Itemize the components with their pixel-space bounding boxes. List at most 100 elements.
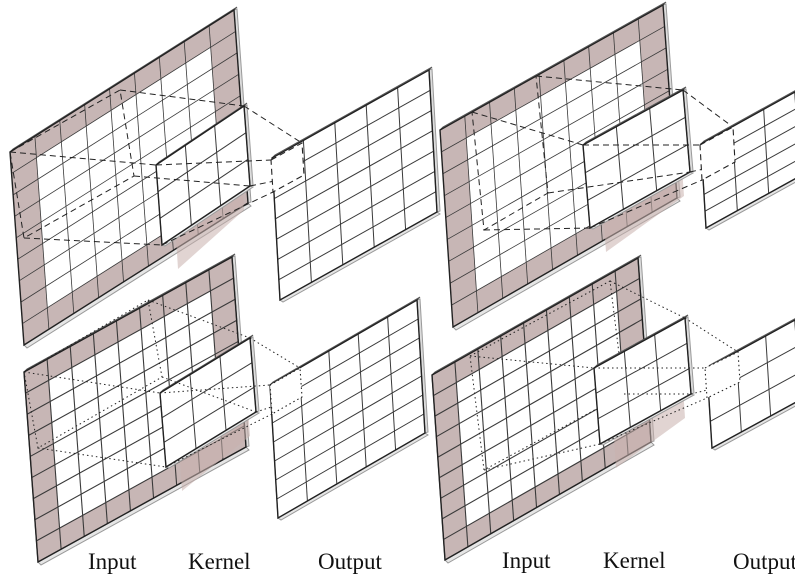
input-grid-bottom-right-padding-cell [569, 284, 594, 318]
input-grid-top-left-padding-cell [109, 73, 136, 111]
input-grid-bottom-right-padding-cell [618, 298, 643, 333]
output-grid-bottom-right-grid-line [765, 335, 772, 417]
output-grid-bottom-right-face [707, 320, 795, 448]
output-grid-bottom-left-grid-line [276, 413, 425, 500]
kernel-grid-bottom-left-grid-line [189, 374, 197, 449]
kernel-to-output-top-left-guide-line [155, 159, 272, 166]
input-grid-bottom-left-border [23, 255, 247, 564]
output-grid-top-left-grid-line [274, 110, 432, 200]
input-grid-bottom-left-padding-cell [36, 528, 62, 562]
output-grid-top-right-grid-line [763, 109, 770, 194]
output-grid-top-left-grid-line [278, 191, 437, 281]
input-grid-bottom-left-padding-cell [24, 359, 49, 394]
input-grid-top-left-grid-line [34, 136, 50, 330]
input-grid-bottom-left-grid-line [139, 308, 155, 499]
input-grid-bottom-left-padding-cell [185, 269, 211, 304]
input-grid-top-left-padding-cell [184, 25, 211, 63]
output-grid-top-right-grid-line [704, 160, 795, 212]
output-grid-bottom-left-grid-line [272, 337, 420, 424]
input-grid-bottom-left-padding-cell [152, 464, 177, 499]
input-grid-top-left-padding-cell [209, 10, 236, 48]
kernel-to-output-top-left-guide-line [161, 191, 274, 246]
input-grid-bottom-left-padding-cell [31, 464, 57, 499]
input-grid-top-right-padding-cell [639, 26, 667, 62]
input-grid-top-left-padding-cell [17, 243, 45, 281]
input-grid-top-right-padding-cell [445, 203, 473, 240]
input-grid-bottom-right-padding-cell [436, 423, 461, 458]
input-grid-bottom-left-padding-cell [30, 443, 55, 478]
input-grid-bottom-right-grid-line [454, 361, 469, 547]
input-label-left: Input [88, 549, 137, 574]
input-grid-bottom-left-padding-cell [34, 507, 60, 541]
kernel-to-output-bottom-right-guide-line [599, 397, 708, 445]
input-grid-top-right-padding-cell [447, 225, 474, 262]
input-grid-bottom-right-padding-cell [439, 464, 464, 499]
input-grid-top-left-padding-cell [34, 120, 62, 158]
input-grid-bottom-left-grid-line [25, 277, 234, 394]
output-grid-top-right-grid-line [703, 143, 795, 195]
output-grid-bottom-left-grid-line [357, 333, 367, 468]
output-grid-top-left-grid-line [397, 87, 407, 230]
input-to-kernel-top-right-guide-line [547, 171, 691, 194]
input-grid-top-left-padding-cell [84, 88, 112, 127]
input-to-kernel-bottom-left-guide-line [161, 376, 257, 413]
input-grid-bottom-right-padding-cell [489, 500, 514, 534]
output-grid-top-left-border [271, 68, 438, 302]
input-grid-bottom-left-padding-cell [210, 278, 236, 312]
input-grid-top-right-grid-line [563, 60, 578, 256]
input-grid-top-right-padding-cell [442, 159, 470, 196]
output-grid-bottom-left-face [270, 300, 425, 518]
input-grid-top-left-padding-cell [97, 260, 124, 298]
input-grid-top-left-padding-cell [213, 74, 241, 112]
output-cell-bottom-right [704, 351, 741, 399]
input-grid-top-left-grid-line [14, 73, 239, 217]
output-grid-bottom-right-border [706, 319, 795, 450]
input-to-kernel-top-right-guide-line [483, 227, 591, 231]
input-grid-bottom-right-padding-cell [432, 362, 457, 396]
input-grid-top-right-padding-cell [501, 262, 528, 299]
input-grid-top-right-padding-cell [440, 116, 467, 152]
output-grid-bottom-left-grid-line [273, 356, 421, 443]
input-grid-top-left-padding-cell [210, 31, 238, 69]
input-to-kernel-top-right-guide-line [535, 75, 684, 91]
input-grid-top-right-grid-line [441, 26, 665, 153]
output-grid-top-left-grid-line [302, 140, 312, 283]
input-grid-bottom-right-grid-line [436, 318, 643, 438]
kernel-grid-top-left-face [156, 106, 250, 245]
input-grid-bottom-right-grid-line [545, 309, 560, 495]
input-grid-bottom-right-padding-cell [592, 271, 617, 305]
input-grid-bottom-left-padding-cell [93, 320, 118, 355]
input-grid-bottom-right-padding-cell [616, 278, 641, 312]
input-grid-bottom-right-padding-cell [512, 487, 537, 521]
kernel-grid-top-left-grid-line [184, 145, 192, 226]
input-grid-bottom-right-grid-line [568, 296, 583, 482]
output-grid-bottom-right-grid-line [710, 374, 795, 422]
input-grid-bottom-left-padding-cell [105, 489, 131, 524]
output-grid-bottom-left-grid-line [274, 375, 422, 462]
input-grid-bottom-right-padding-cell [619, 319, 644, 353]
input-grid-top-right-padding-cell [450, 268, 477, 306]
kernel-grid-top-right-grid-line [615, 126, 624, 210]
input-grid-top-right-padding-cell [641, 47, 668, 84]
input-grid-top-left-padding-cell [19, 264, 46, 303]
input-grid-top-right-padding-cell [563, 46, 591, 83]
input-grid-bottom-left-padding-cell [28, 422, 54, 457]
input-grid-top-left-border [9, 8, 249, 347]
input-grid-top-left-padding-cell [47, 292, 74, 330]
output-grid-bottom-left-grid-line [328, 350, 338, 485]
kernel-grid-bottom-right-grid-line [595, 342, 688, 394]
input-grid-bottom-left-padding-cell [82, 502, 108, 537]
input-grid-bottom-right-padding-cell [440, 485, 465, 519]
input-grid-bottom-right-padding-cell [466, 513, 491, 547]
input-grid-bottom-left-grid-line [92, 333, 108, 524]
input-grid-bottom-right-padding-cell [535, 473, 560, 508]
input-to-kernel-top-left-guide-line [9, 151, 157, 166]
kernel-grid-bottom-left-face [160, 338, 256, 467]
kernel-grid-top-left-grid-line [157, 132, 247, 193]
input-grid-top-right-grid-line [513, 88, 529, 285]
input-grid-bottom-left-padding-cell [208, 257, 234, 291]
input-grid-bottom-left-padding-cell [59, 515, 85, 550]
input-grid-bottom-right-padding-cell [500, 323, 525, 357]
output-grid-top-left-grid-line [334, 122, 344, 265]
